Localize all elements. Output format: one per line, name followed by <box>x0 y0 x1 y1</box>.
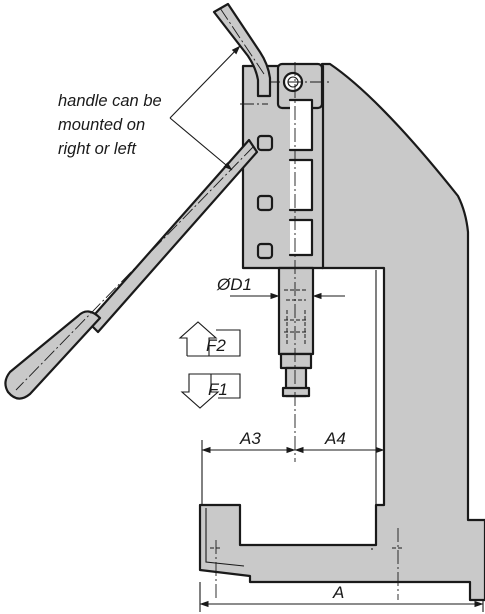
f2-arrow-base <box>187 329 241 357</box>
handle-upper <box>212 2 272 98</box>
note-line-3: right or left <box>58 140 137 158</box>
set-screw-3 <box>256 242 274 260</box>
base-foot-left <box>205 508 245 567</box>
handle-centerline <box>15 145 255 391</box>
handle-upper-centerline <box>219 7 265 75</box>
f1-arrow <box>180 373 220 409</box>
d1-label: ØD1 <box>216 275 252 294</box>
rack-slot-2 <box>288 158 314 212</box>
ram-hidden-bore <box>284 289 308 345</box>
note-line-2: mounted on <box>58 116 145 134</box>
f2-arrow <box>178 321 218 356</box>
a3-label: A3 <box>239 429 261 448</box>
a-label: A <box>332 583 344 602</box>
rack-slot-3 <box>288 218 314 257</box>
f1-arrow-base <box>211 373 241 399</box>
note-leader-upper <box>169 45 241 119</box>
press-frame <box>198 62 485 602</box>
note-line-1: handle can be <box>58 92 162 110</box>
set-screw-1 <box>256 134 274 152</box>
set-screw-2 <box>256 194 274 212</box>
ram-shaft <box>277 266 315 356</box>
note-leader-lower <box>169 117 233 171</box>
f2-label: F2 <box>206 336 226 355</box>
f1-label: F1 <box>208 380 228 399</box>
a4-label: A4 <box>324 429 346 448</box>
rack-slot-1 <box>288 98 314 152</box>
ram-nut <box>279 352 313 370</box>
punch-tip-end <box>281 386 311 398</box>
handle-grip <box>4 310 102 400</box>
